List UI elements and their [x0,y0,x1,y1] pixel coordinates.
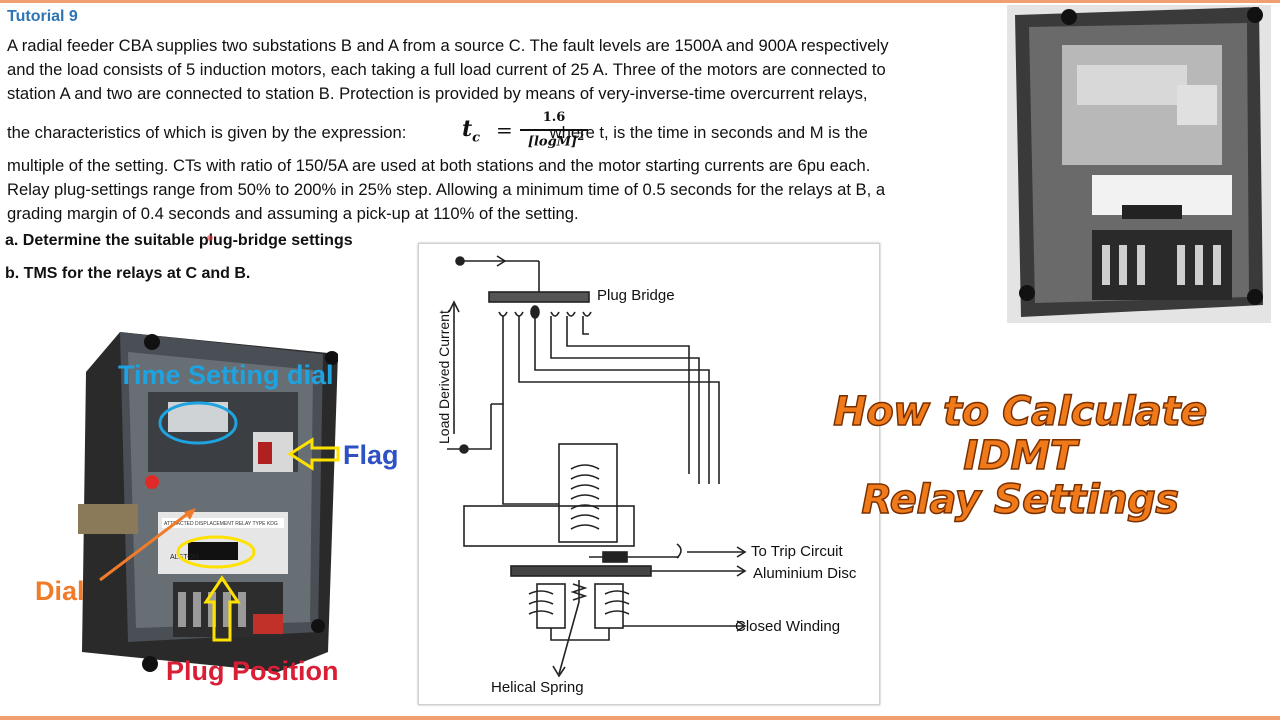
spring-label: Helical Spring [491,679,584,696]
lower-coils [528,590,630,615]
plug-sockets [498,305,592,319]
formula-fraction-bar [520,129,588,131]
tutorial-title: Tutorial 9 [7,8,78,25]
headline: How to Calculate IDMT Relay Settings [800,389,1240,523]
problem-line-7: grading margin of 0.4 seconds and assumi… [7,204,579,223]
plug-bridge-bar [488,291,590,303]
problem-line-4-start: the characteristics of which is given by… [7,123,407,142]
question-a: a. Determine the suitable plug-bridge se… [5,232,353,249]
dial-label: Dial [35,576,85,606]
relay-photo-right [1007,5,1271,323]
formula-lhs: tc [462,116,481,146]
aluminium-disc [510,565,652,577]
formula-equals: = [496,118,513,142]
plug-position-label: Plug Position [166,656,339,686]
problem-line-4: the characteristics of which is given by… [7,121,1007,145]
time-setting-label: Time Setting dial [118,360,334,390]
top-rule [0,0,1280,3]
problem-line-4-end: where t, is the time in seconds and M is… [549,123,868,142]
headline-line-1: How to Calculate IDMT [832,389,1208,479]
formula-denominator: [logM]2 [527,132,585,150]
nameplate-title: ATTRACTED DISPLACEMENT RELAY TYPE KDG [164,521,278,527]
problem-line-3: station A and two are connected to stati… [7,84,868,103]
nameplate-text: ALSTOM [170,554,199,561]
characteristic-formula: tc = 1.6 [logM]2 [462,108,590,152]
winding-label: Closed Winding [735,618,840,635]
problem-line-2: and the load consists of 5 induction mot… [7,60,886,79]
upper-coil [570,464,600,530]
load-current-label: Load Derived Current [436,310,452,444]
schematic-drawing: Plug Bridge Load Derived Current To Trip… [436,255,857,696]
problem-line-5: multiple of the setting. CTs with ratio … [7,156,871,175]
headline-line-2: Relay Settings [861,477,1180,523]
input-terminal [455,256,465,266]
trip-circuit-label: To Trip Circuit [751,543,844,560]
question-b: b. TMS for the relays at C and B. [5,265,251,282]
problem-line-1: A radial feeder CBA supplies two substat… [7,36,889,55]
formula-numerator: 1.6 [542,110,566,125]
problem-line-6: Relay plug-settings range from 50% to 20… [7,180,886,199]
relay-schematic: Plug Bridge Load Derived Current To Trip… [418,243,880,705]
bottom-rule [0,716,1280,720]
plug-bridge-label: Plug Bridge [597,287,675,304]
flag-label: Flag [343,440,399,470]
disc-label: Aluminium Disc [753,565,857,582]
